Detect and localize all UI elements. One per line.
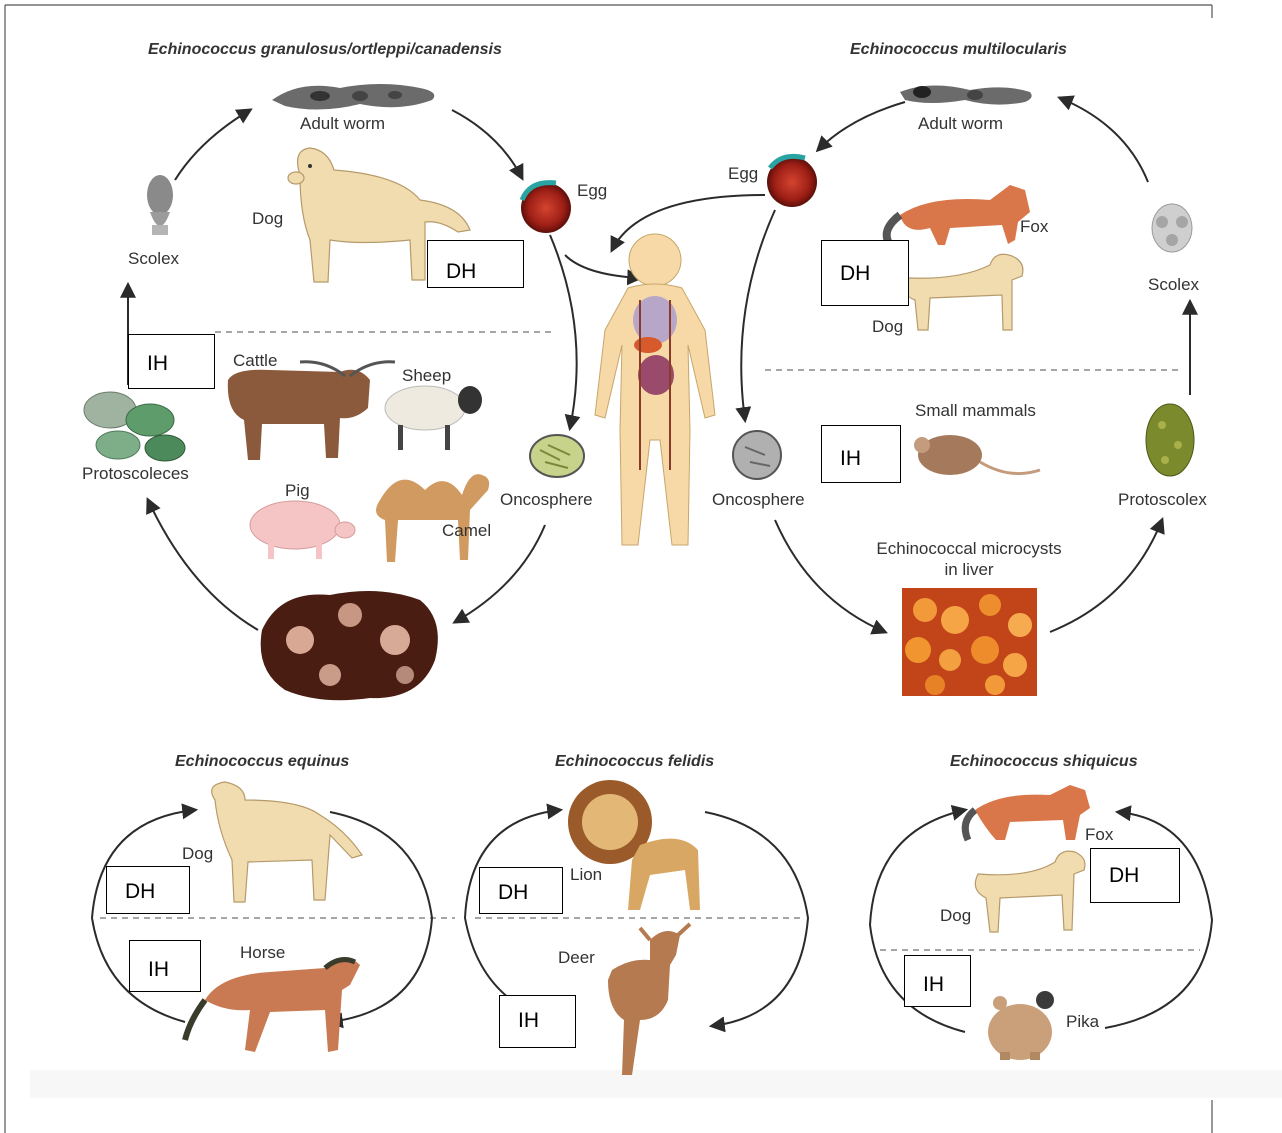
label-dog-equinus: Dog: [182, 845, 213, 862]
equinus-dog-illustration: [212, 782, 362, 902]
egg-illustration: [521, 183, 571, 233]
dh-box-felidis: DH: [479, 867, 563, 914]
title-multilocularis: Echinococcus multilocularis: [850, 42, 1067, 58]
egg-right-illustration: [767, 156, 817, 207]
oncosphere-right-illustration: [733, 431, 781, 479]
title-granulosus: Echinococcus granulosus/ortleppi/canaden…: [148, 42, 502, 58]
small-mammal-illustration: [914, 435, 1040, 475]
arrow-egg-to-human-right: [612, 195, 765, 250]
oncosphere-left-illustration: [530, 435, 584, 477]
label-scolex-right: Scolex: [1148, 276, 1199, 293]
label-fox-right: Fox: [1020, 218, 1048, 235]
label-pig: Pig: [285, 482, 310, 499]
dh-box-shiquicus: DH: [1090, 848, 1180, 903]
fox-shiquicus-illustration: [965, 785, 1090, 840]
label-adult-worm-right: Adult worm: [918, 115, 1003, 132]
arrow-adult-to-egg-right: [818, 102, 905, 150]
ih-box-granulosus: IH: [128, 334, 215, 389]
arrow-egg-to-oncosphere-right: [741, 210, 775, 420]
scolex-illustration: [147, 175, 173, 235]
label-dog-right: Dog: [872, 318, 903, 335]
arrow-cyst-to-protoscoleces: [148, 500, 258, 630]
camel-illustration: [376, 474, 489, 562]
shiquicus-arrow-right: [1105, 812, 1212, 1028]
label-egg-left: Egg: [577, 182, 607, 199]
label-horse: Horse: [240, 944, 285, 961]
dog-shiquicus-illustration: [975, 851, 1085, 932]
label-sheep: Sheep: [402, 367, 451, 384]
dh-box-equinus: DH: [106, 866, 190, 914]
felidis-arrow-right: [705, 812, 808, 1026]
label-lion: Lion: [570, 866, 602, 883]
label-scolex-left: Scolex: [128, 250, 179, 267]
panel-background: [30, 1070, 1282, 1098]
dh-box-multilocularis: DH: [821, 240, 909, 306]
ih-box-equinus: IH: [129, 940, 201, 992]
label-protoscoleces: Protoscoleces: [82, 465, 189, 482]
cattle-illustration: [228, 362, 395, 460]
scolex-right-illustration: [1152, 204, 1192, 252]
label-cattle: Cattle: [233, 352, 277, 369]
dog-right-illustration: [905, 254, 1023, 330]
label-deer: Deer: [558, 949, 595, 966]
ih-box-shiquicus: IH: [904, 955, 971, 1007]
arrow-egg-to-oncosphere: [550, 235, 577, 428]
label-oncosphere-right: Oncosphere: [712, 491, 805, 508]
arrow-scolex-to-adult-right: [1060, 98, 1148, 182]
lion-illustration: [568, 780, 700, 910]
label-protoscolex: Protoscolex: [1118, 491, 1207, 508]
microcysts-in-liver-illustration: [902, 588, 1037, 696]
title-felidis: Echinococcus felidis: [555, 754, 714, 770]
protoscoleces-illustration: [84, 392, 185, 461]
dh-box-granulosus: DH: [427, 240, 524, 288]
adult-worm-right-illustration: [900, 85, 1032, 104]
protoscolex-right-illustration: [1146, 404, 1194, 476]
human-body-illustration: [595, 234, 715, 545]
horse-illustration: [185, 958, 360, 1052]
title-equinus: Echinococcus equinus: [175, 754, 349, 770]
label-small-mammals: Small mammals: [915, 402, 1036, 419]
ih-box-felidis: IH: [499, 995, 576, 1048]
label-microcysts-line2: in liver: [864, 561, 1074, 578]
label-oncosphere-left: Oncosphere: [500, 491, 593, 508]
label-fox-shiquicus: Fox: [1085, 826, 1113, 843]
ih-box-multilocularis: IH: [821, 425, 901, 483]
hydatid-cyst-illustration: [261, 591, 438, 700]
arrow-adult-to-egg: [452, 110, 522, 178]
label-camel: Camel: [442, 522, 491, 539]
fox-illustration: [887, 185, 1030, 245]
deer-illustration: [608, 924, 690, 1075]
adult-worm-illustration: [272, 84, 434, 110]
label-dog-shiquicus: Dog: [940, 907, 971, 924]
arrow-scolex-to-adult: [175, 110, 250, 180]
label-pika: Pika: [1066, 1013, 1099, 1030]
title-shiquicus: Echinococcus shiquicus: [950, 754, 1138, 770]
sheep-illustration: [385, 386, 482, 450]
label-adult-worm-left: Adult worm: [300, 115, 385, 132]
pig-illustration: [250, 501, 355, 559]
label-egg-right: Egg: [728, 165, 758, 182]
pika-illustration: [988, 991, 1054, 1060]
label-dog-left: Dog: [252, 210, 283, 227]
label-microcysts-line1: Echinococcal microcysts: [864, 540, 1074, 557]
